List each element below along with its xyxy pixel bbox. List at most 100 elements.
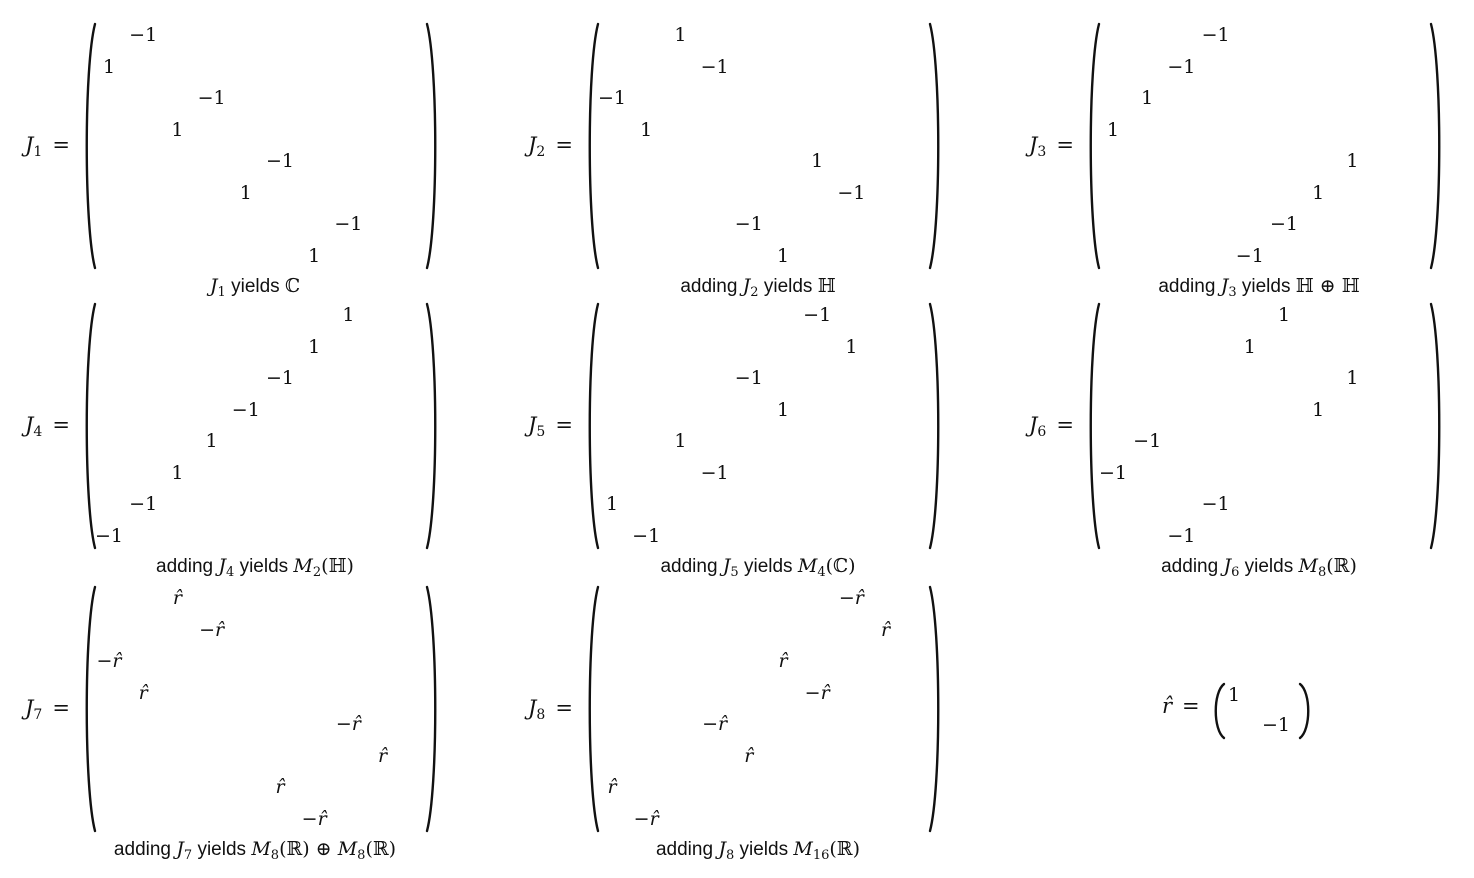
right-paren-path — [928, 585, 940, 833]
matrix-entry: r̂ — [744, 744, 754, 767]
left-paren-path — [588, 585, 600, 833]
left-paren-path — [85, 22, 97, 270]
caption-prefix: adding — [156, 556, 219, 577]
caption-result-field: (ℍ) — [321, 555, 354, 577]
matrix-entry: 1 — [171, 461, 184, 484]
caption-prefix: adding — [1158, 276, 1221, 297]
matrix-entry: −1 — [734, 367, 763, 389]
caption-result-field: (ℝ) — [1326, 555, 1357, 577]
caption-result: M4 — [797, 555, 826, 580]
matrix-label-1: J1= — [25, 135, 70, 160]
matrix-entry: −r̂ — [702, 713, 728, 735]
equals-sign: = — [555, 413, 573, 437]
caption-result-index: 4 — [817, 565, 826, 580]
caption-prefix: adding — [680, 276, 743, 297]
caption-result-field: (ℝ) ⊕ — [279, 838, 338, 860]
matrix-label-5: J5= — [528, 413, 573, 440]
caption-tail-index: 8 — [357, 848, 366, 863]
caption-symbol: J7 — [176, 838, 192, 863]
matrix-label-7: J7= — [25, 698, 70, 723]
matrix-entry: 1 — [1312, 398, 1325, 421]
caption-verb: yields — [225, 276, 285, 297]
matrix-entry: −1 — [265, 367, 294, 389]
matrix-symbol: J — [25, 413, 34, 437]
matrix-label-3: J3= — [1029, 133, 1074, 160]
caption-symbol-letter: J — [742, 275, 751, 297]
caption-verb: yields — [734, 839, 794, 860]
matrix-symbol: J — [528, 133, 537, 157]
caption-result-index: 8 — [270, 848, 280, 863]
matrix-entry: −1 — [700, 461, 729, 484]
left-paren — [1089, 302, 1101, 550]
matrix-caption-1: J1 yields ℂ — [210, 275, 300, 300]
matrix-entry: −1 — [1098, 461, 1127, 484]
caption-result: M8 — [251, 838, 280, 863]
caption-symbol-index: 1 — [217, 285, 226, 300]
matrix-entry: −1 — [1133, 430, 1162, 452]
matrix-caption-5: adding J5 yields M4(ℂ) — [660, 555, 855, 580]
right-paren — [928, 302, 940, 550]
r-hat-label: r̂= — [1162, 694, 1200, 718]
matrix-index: 7 — [33, 707, 43, 723]
matrix-caption-2: adding J2 yields ℍ — [680, 275, 836, 300]
matrix-index: 6 — [1037, 424, 1047, 440]
matrix-entry: 1 — [342, 304, 355, 326]
equals-sign: = — [1056, 133, 1074, 157]
right-paren — [928, 22, 940, 270]
right-paren-path — [928, 302, 940, 550]
matrix-entry: 1 — [308, 244, 321, 267]
matrix-caption-3: adding J3 yields ℍ ⊕ ℍ — [1158, 275, 1360, 300]
caption-symbol-index: 8 — [725, 848, 735, 863]
right-paren — [425, 585, 437, 833]
right-paren-path — [425, 585, 437, 833]
left-paren — [1089, 22, 1101, 270]
matrix-entry: −1 — [334, 213, 363, 235]
matrix-entry: −r̂ — [96, 650, 122, 672]
matrix-entry: 1 — [640, 118, 653, 141]
left-paren-path — [85, 302, 97, 550]
caption-symbol-index: 3 — [1228, 285, 1237, 300]
caption-symbol-letter: J — [722, 555, 731, 577]
equals-sign: = — [1056, 413, 1074, 437]
caption-symbol: J4 — [218, 555, 234, 580]
right-paren-path — [1429, 22, 1441, 270]
matrix-symbol: J — [528, 696, 537, 720]
left-paren — [85, 585, 97, 833]
matrix-entry: −r̂ — [838, 587, 864, 609]
caption-result: ℍ ⊕ ℍ — [1295, 275, 1360, 297]
matrix-entry: −1 — [700, 55, 729, 78]
caption-symbol: J1 — [210, 275, 226, 300]
caption-result-letter: M — [797, 555, 818, 577]
matrix-entry: 1 — [811, 150, 824, 172]
matrix-entry: −1 — [129, 24, 158, 46]
right-paren-path — [928, 22, 940, 270]
right-paren-path — [1298, 682, 1310, 740]
caption-prefix: adding — [660, 556, 723, 577]
matrix-entry: 1 — [1141, 87, 1154, 109]
caption-tail: M8 — [338, 838, 366, 863]
matrix-entry: −r̂ — [301, 807, 327, 830]
caption-symbol-index: 6 — [1231, 565, 1240, 580]
matrix-entry: −1 — [734, 213, 763, 235]
matrix-entry: 1 — [776, 398, 790, 421]
caption-symbol: J2 — [742, 275, 759, 300]
matrix-entry: −1 — [1201, 493, 1230, 515]
caption-symbol-letter: J — [1220, 275, 1229, 297]
matrix-caption-6: adding J6 yields M8(ℝ) — [1161, 555, 1357, 580]
matrix-entry: 1 — [1106, 118, 1120, 141]
caption-symbol-index: 5 — [730, 565, 739, 580]
caption-result: ℍ — [817, 275, 836, 297]
caption-result-field: (ℝ) — [829, 838, 861, 860]
right-paren — [1298, 682, 1310, 740]
matrix-index: 1 — [33, 144, 43, 160]
caption-symbol: J8 — [718, 838, 735, 863]
caption-symbol-letter: J — [176, 838, 184, 860]
right-paren-path — [1429, 302, 1441, 550]
left-paren-path — [85, 585, 97, 833]
left-paren — [85, 22, 97, 270]
left-paren — [588, 585, 600, 833]
right-paren — [425, 302, 437, 550]
matrix-entry: 1 — [605, 493, 619, 515]
matrix-label-8: J8= — [528, 696, 573, 723]
matrix-entry: 1 — [674, 430, 687, 452]
